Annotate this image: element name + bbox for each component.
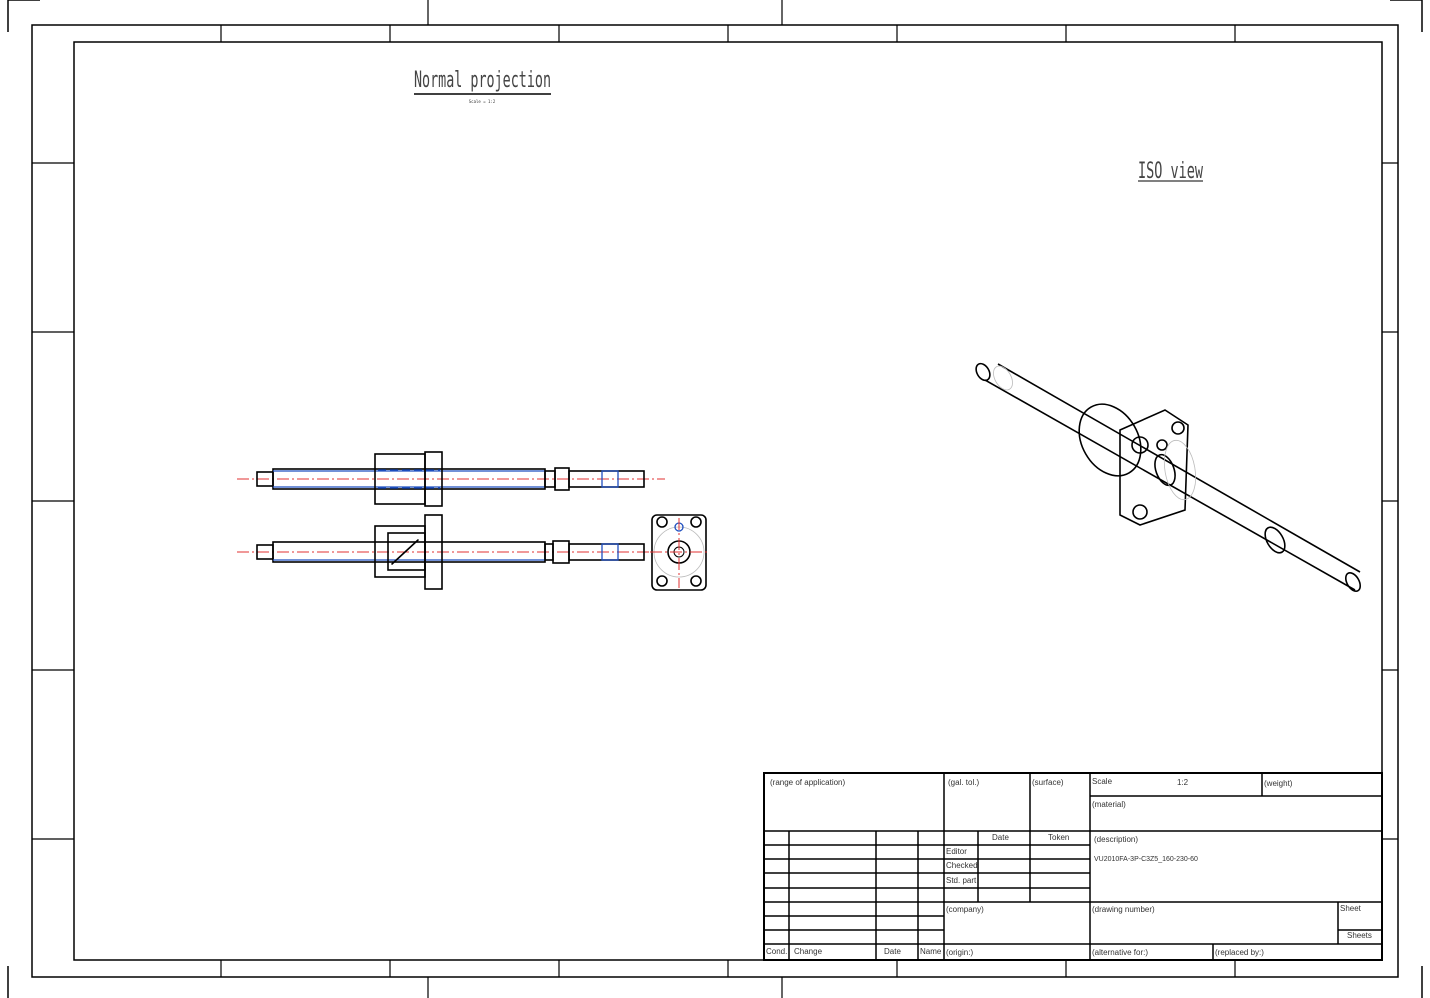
- title-block: [763, 772, 1383, 961]
- side-view: [650, 514, 708, 591]
- alternative-for-label: (alternative for:): [1092, 948, 1148, 957]
- corner-marks: [7, 0, 1423, 998]
- normal-projection-scale: Scale = 1:2: [469, 99, 496, 104]
- description-label: (description): [1094, 835, 1138, 844]
- normal-projection-title: Normal projection: [414, 68, 551, 93]
- change-label: Change: [794, 947, 823, 956]
- scale-value: 1:2: [1177, 778, 1189, 787]
- cond-label: Cond.: [766, 947, 787, 956]
- drawing-number-label: (drawing number): [1092, 905, 1155, 914]
- top-view: [237, 514, 650, 590]
- replaced-by-label: (replaced by:): [1215, 948, 1264, 957]
- description-value: VU2010FA-3P-C3Z5_160-230-60: [1094, 856, 1198, 863]
- date-header: Date: [992, 833, 1009, 842]
- editor-label: Editor: [946, 847, 967, 856]
- scale-label: Scale: [1092, 777, 1113, 786]
- sheet-label: Sheet: [1340, 904, 1362, 913]
- material-label: (material): [1092, 800, 1126, 809]
- range-of-application-label: (range of application): [770, 778, 845, 787]
- title-block-text: (range of application) (gal. tol.) (surf…: [766, 777, 1372, 957]
- origin-label: (origin:): [946, 948, 973, 957]
- iso-view-title: ISO view: [1138, 159, 1203, 184]
- gen-tol-label: (gal. tol.): [948, 778, 979, 787]
- token-header: Token: [1048, 833, 1069, 842]
- iso-view: [975, 362, 1362, 592]
- name-label: Name: [920, 947, 942, 956]
- checked-label: Checked: [946, 861, 978, 870]
- zone-ticks: [32, 0, 1398, 998]
- front-view: [237, 451, 665, 507]
- surface-label: (surface): [1032, 778, 1064, 787]
- date-label: Date: [884, 947, 901, 956]
- weight-label: (weight): [1264, 779, 1293, 788]
- sheets-label: Sheets: [1347, 931, 1372, 940]
- company-label: (company): [946, 905, 984, 914]
- std-part-label: Std. part: [946, 876, 977, 885]
